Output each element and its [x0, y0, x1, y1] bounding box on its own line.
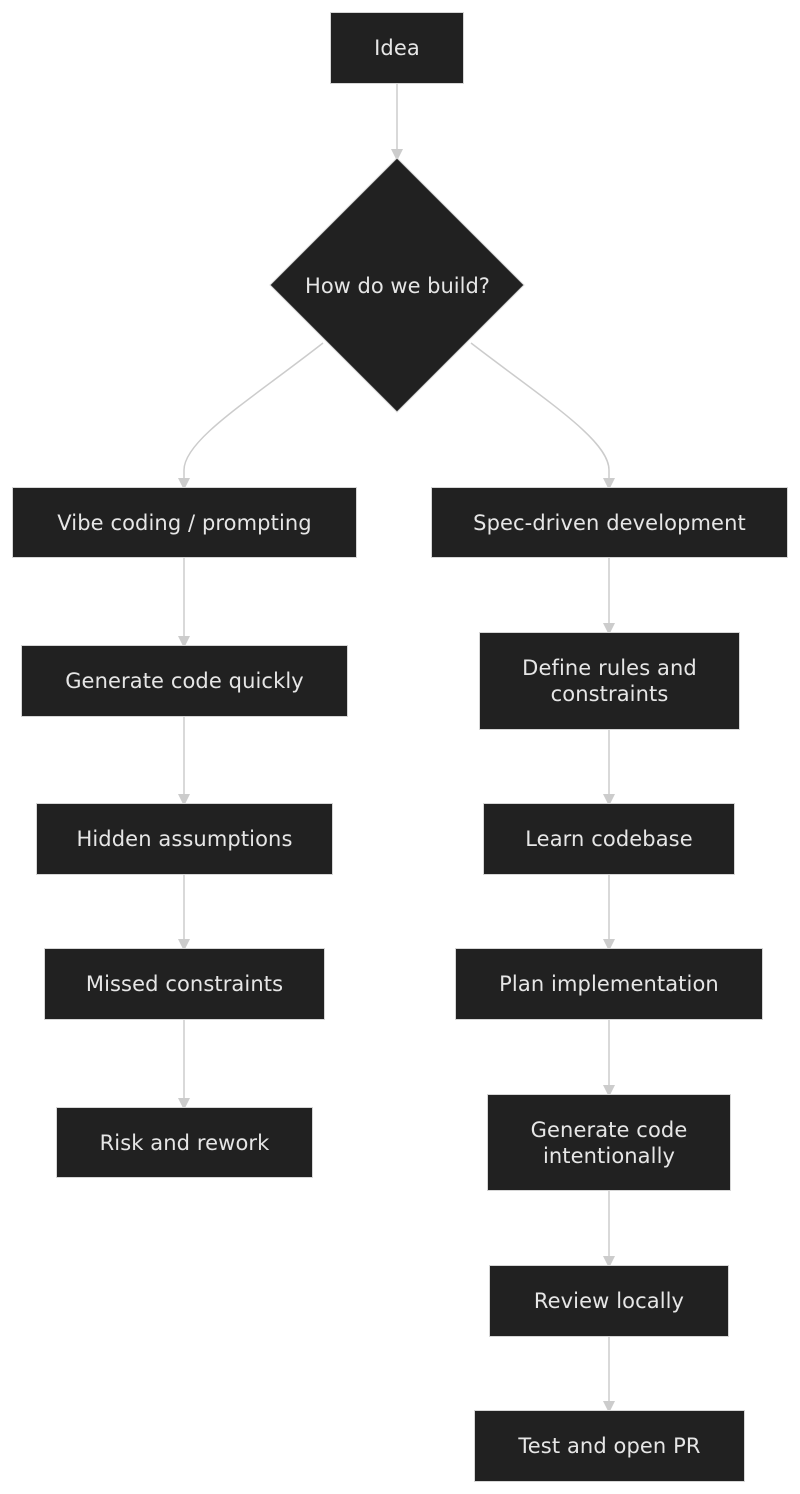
node-spec-driven: Spec-driven development — [431, 487, 788, 558]
node-risk-and-rework: Risk and rework — [56, 1107, 313, 1178]
node-spec-driven-label: Spec-driven development — [473, 510, 746, 535]
node-test-and-open-pr-label: Test and open PR — [518, 1434, 701, 1458]
node-missed-constraints: Missed constraints — [44, 948, 325, 1020]
node-missed-constraints-label: Missed constraints — [85, 972, 284, 996]
node-hidden-assumptions-label: Hidden assumptions — [76, 827, 293, 851]
node-idea-label: Idea — [374, 36, 420, 60]
node-plan-implementation: Plan implementation — [455, 948, 763, 1020]
decision-label: How do we build? — [305, 274, 490, 298]
node-review-locally: Review locally — [489, 1265, 729, 1337]
node-generate-code-intentionally: Generate code intentionally — [487, 1094, 731, 1191]
node-idea: Idea — [330, 12, 464, 84]
node-vibe-coding: Vibe coding / prompting — [12, 487, 357, 558]
node-test-and-open-pr: Test and open PR — [474, 1410, 745, 1482]
node-generate-code-intentionally-label: Generate code intentionally — [530, 1117, 688, 1168]
edge-decision-to-vibe — [178, 342, 324, 490]
node-generate-code-quickly: Generate code quickly — [21, 645, 348, 717]
edge-decision-to-spec — [470, 342, 615, 490]
node-learn-codebase-label: Learn codebase — [525, 827, 693, 851]
node-review-locally-label: Review locally — [533, 1289, 685, 1313]
node-generate-code-quickly-label: Generate code quickly — [65, 669, 304, 693]
node-risk-and-rework-label: Risk and rework — [99, 1130, 270, 1155]
node-plan-implementation-label: Plan implementation — [499, 972, 719, 996]
node-vibe-coding-label: Vibe coding / prompting — [57, 510, 312, 535]
node-hidden-assumptions: Hidden assumptions — [36, 803, 333, 875]
node-define-rules-label: Define rules and constraints — [522, 656, 697, 706]
node-define-rules: Define rules and constraints — [479, 632, 740, 730]
node-learn-codebase: Learn codebase — [483, 803, 735, 875]
